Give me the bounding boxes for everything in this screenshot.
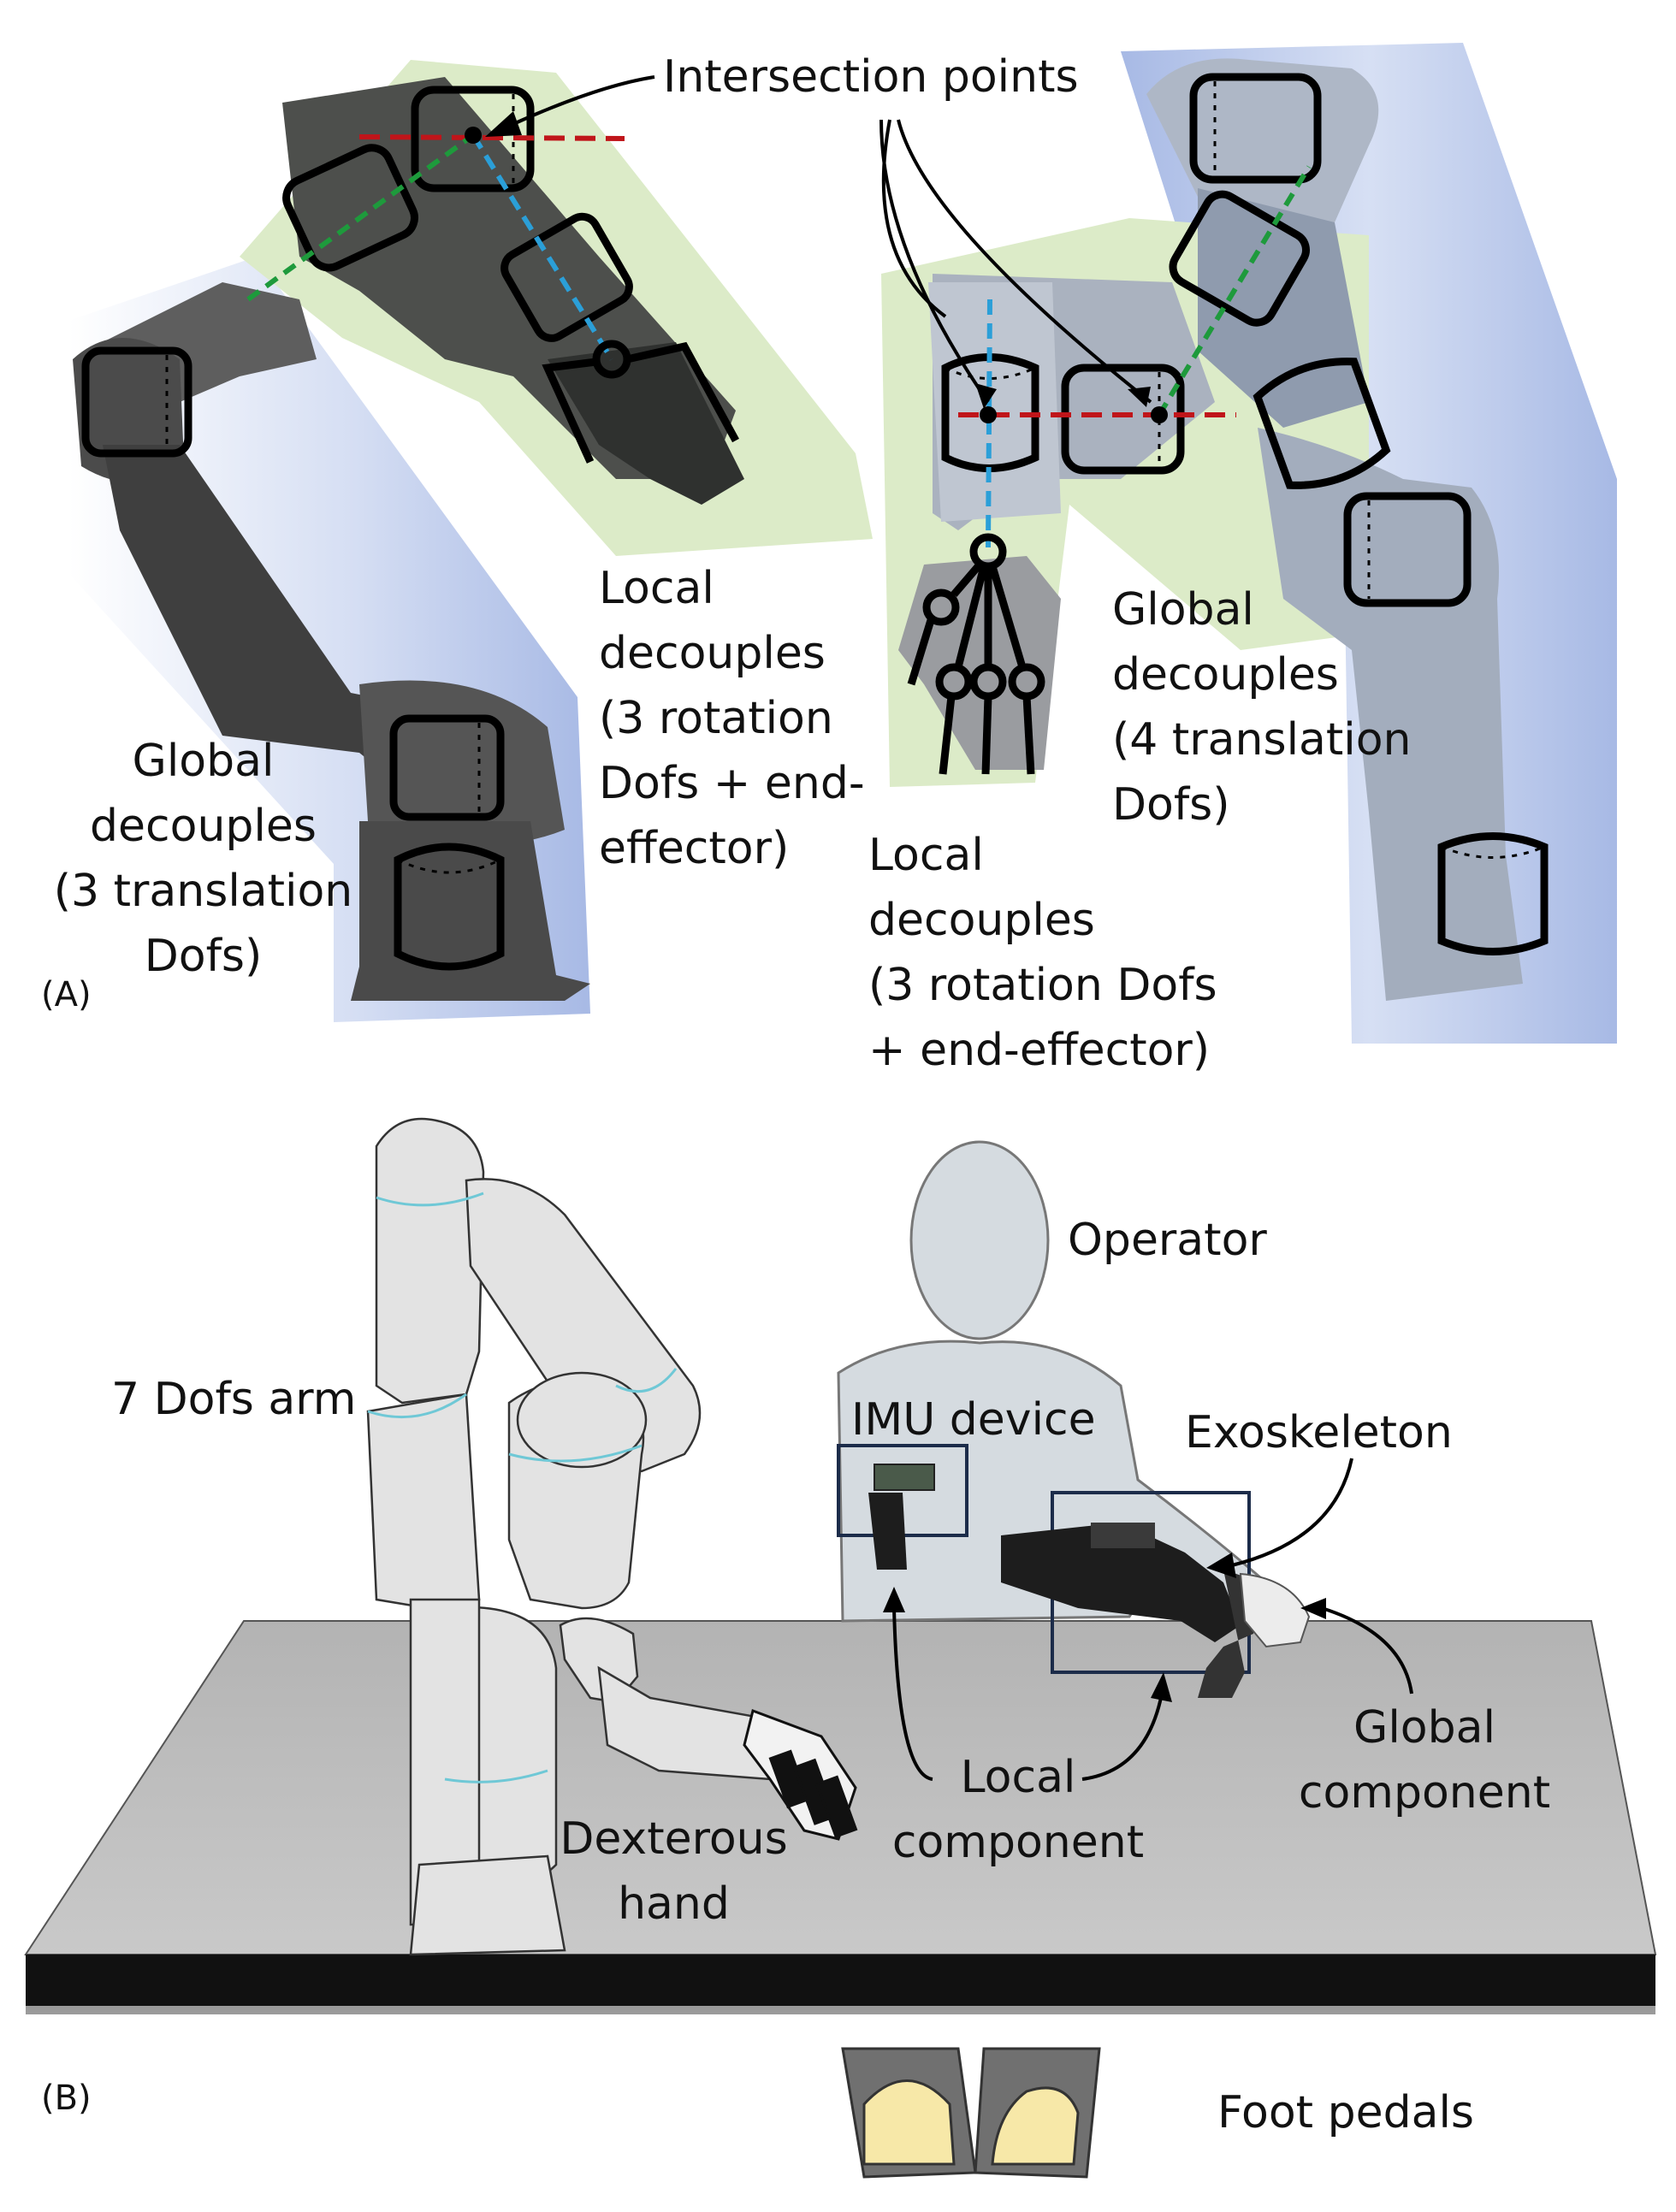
joint-cylinder: [81, 346, 192, 458]
panel-b-arrow-heads: [883, 1553, 1326, 1702]
exoskeleton-label: Exoskeleton: [1185, 1407, 1453, 1458]
joint-cylinder: [1253, 358, 1391, 489]
green-axis-right: [1157, 165, 1312, 417]
table-edge-base: [26, 2006, 1655, 2014]
operator-glove: [1001, 1523, 1241, 1642]
robot-arm-accent-rings: [367, 1192, 678, 1783]
operator-wrist-band: [868, 1493, 907, 1570]
global-component-label: Global component: [1298, 1702, 1551, 1819]
right-robot-arm: [881, 43, 1617, 1044]
foot-pedal-right: [991, 2086, 1080, 2166]
operator-hand: [1239, 1572, 1311, 1648]
panel-b-arrows: [892, 1458, 1413, 1781]
intersection-point-right-b: [1151, 406, 1168, 423]
robot-hand-right: [898, 556, 1061, 770]
panel-a-tag: (A): [41, 975, 92, 1014]
green-axis-left: [246, 133, 475, 302]
foot-pedals-label: Foot pedals: [1217, 2087, 1475, 2138]
left-robot-arm: [68, 60, 873, 1022]
gripper-left: [548, 342, 744, 505]
joint-cylinder: [1437, 832, 1549, 955]
table-edge: [26, 1955, 1655, 2006]
left-global-decouples-label: Global decouples (3 translation Dofs): [53, 736, 353, 982]
seven-dofs-arm-label: 7 Dofs arm: [111, 1374, 357, 1425]
joint-cylinder: [1169, 190, 1310, 327]
left-local-decouples-label: Local decouples (3 rotation Dofs + end- …: [599, 563, 865, 874]
blue-axis-left: [471, 133, 614, 361]
foot-pedals: [841, 2047, 1101, 2179]
local-component-label: Local component: [891, 1752, 1145, 1868]
joint-cylinder: [1343, 492, 1472, 607]
exo-sensor: [1091, 1523, 1155, 1548]
imu-device: [874, 1464, 935, 1491]
intersection-arrows: [512, 75, 1152, 404]
red-axis-left: [358, 134, 625, 141]
end-effector-symbol-left: [542, 340, 739, 464]
joint-cylinder: [1061, 364, 1185, 475]
dexterous-hand: [743, 1709, 858, 1841]
seven-dof-robot-arm: [366, 1117, 797, 1956]
joint-cylinder: [941, 353, 1039, 472]
joint-cylinder: [1189, 73, 1322, 184]
right-global-decouples-label: Global decouples (4 translation Dofs): [1112, 584, 1412, 831]
arm-mid-link-right: [1198, 188, 1369, 428]
end-effector-symbol-right: [907, 533, 1045, 775]
arm-column-right: [1258, 428, 1523, 1001]
right-local-decouples-label: Local decouples (3 rotation Dofs + end-e…: [868, 830, 1217, 1076]
foot-pedal-left: [862, 2079, 956, 2166]
intersection-points-label: Intersection points: [663, 51, 1079, 103]
panel-b-tag: (B): [41, 2079, 92, 2118]
intersection-point-right-a: [980, 406, 997, 423]
blue-axis-right: [986, 299, 992, 548]
imu-device-label: IMU device: [851, 1394, 1096, 1446]
joint-cylinder: [394, 843, 505, 971]
joint-cylinder: [282, 144, 418, 272]
joint-cylinder: [389, 714, 505, 821]
arrow-heads: [485, 111, 1151, 409]
intersection-point-left: [465, 127, 482, 144]
operator-label: Operator: [1068, 1215, 1267, 1266]
dexterous-hand-label: Dexterous hand: [560, 1813, 788, 1930]
joint-cylinder: [500, 212, 633, 342]
